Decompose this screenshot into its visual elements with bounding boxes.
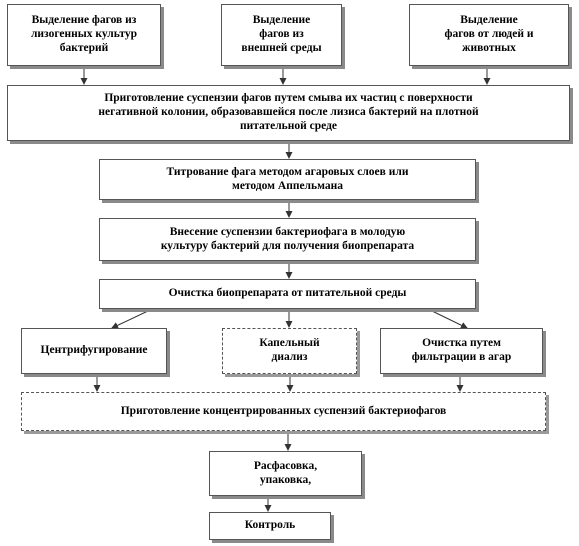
node-concentrated-suspensions-label: Приготовление концентрированных суспензи… xyxy=(120,404,447,417)
node-titration: Титрование фага методом агаровых слоев и… xyxy=(99,159,476,200)
node-isolation-humans-animals-label: Выделение фагов от людей и животных xyxy=(444,14,534,54)
node-isolation-environment: Выделение фагов из внешней среды xyxy=(221,4,342,66)
node-control: Контроль xyxy=(209,512,331,540)
node-control-label: Контроль xyxy=(244,519,296,532)
node-packaging: Расфасовка, упаковка, xyxy=(209,451,362,496)
node-inoculation: Внесение суспензии бактериофага в молоду… xyxy=(99,218,476,261)
node-dialysis-label: Капельный диализ xyxy=(259,337,320,363)
node-isolation-humans-animals: Выделение фагов от людей и животных xyxy=(409,4,569,66)
node-concentrated-suspensions: Приготовление концентрированных суспензи… xyxy=(21,392,546,431)
node-isolation-lysogenic-label: Выделение фагов из лизогенных культур ба… xyxy=(30,14,138,54)
node-packaging-label: Расфасовка, упаковка, xyxy=(253,459,318,486)
node-centrifugation: Центрифугирование xyxy=(21,328,167,374)
node-isolation-lysogenic: Выделение фагов из лизогенных культур ба… xyxy=(7,4,161,66)
node-filtration-label: Очистка путем фильтрации в агар xyxy=(411,337,512,363)
node-purification: Очистка биопрепарата от питательной сред… xyxy=(99,279,476,309)
node-suspension-preparation-label: Приготовление суспензии фагов путем смыв… xyxy=(98,92,479,132)
arrow-purification-to-filtration xyxy=(429,309,468,329)
node-dialysis: Капельный диализ xyxy=(222,328,357,374)
node-titration-label: Титрование фага методом агаровых слоев и… xyxy=(166,165,409,192)
node-filtration: Очистка путем фильтрации в агар xyxy=(380,328,543,374)
node-centrifugation-label: Центрифугирование xyxy=(40,344,148,357)
node-suspension-preparation: Приготовление суспензии фагов путем смыв… xyxy=(7,85,570,141)
node-isolation-environment-label: Выделение фагов из внешней среды xyxy=(241,14,322,54)
arrow-purification-to-centrifugation xyxy=(111,309,151,329)
node-purification-label: Очистка биопрепарата от питательной сред… xyxy=(168,287,407,300)
node-inoculation-label: Внесение суспензии бактериофага в молоду… xyxy=(160,225,415,252)
